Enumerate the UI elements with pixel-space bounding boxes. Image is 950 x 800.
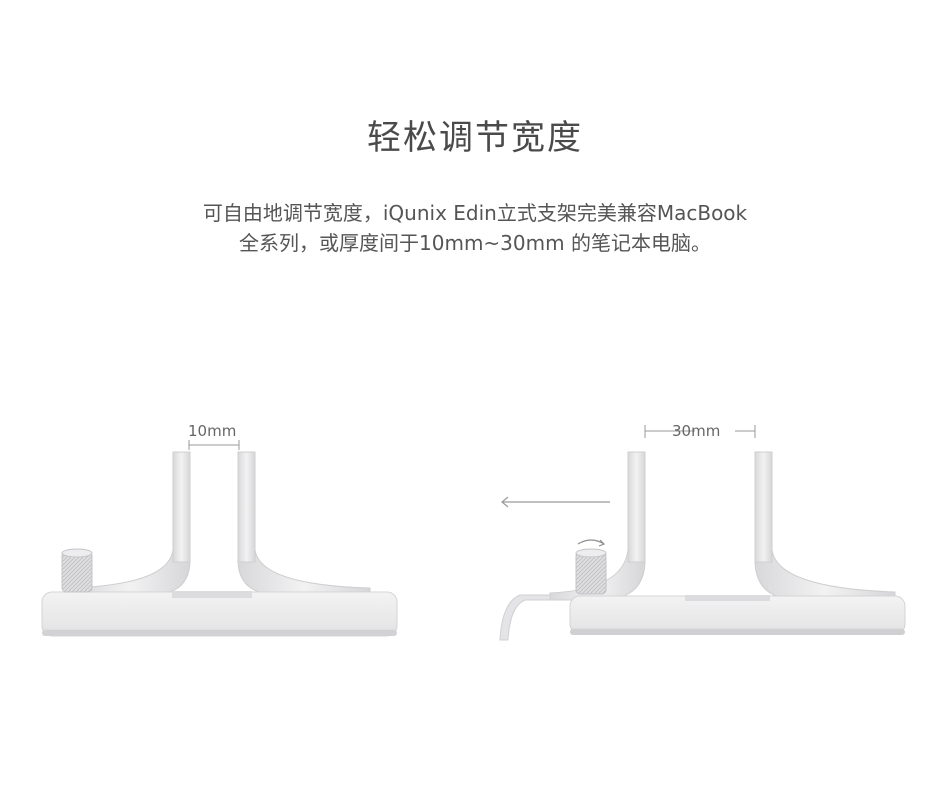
feature-description: 可自由地调节宽度，iQunix Edin立式支架完美兼容MacBook 全系列，…: [0, 198, 950, 258]
stand-illustration-narrow: 10mm: [30, 410, 410, 650]
stand-narrow-drawing: [41, 440, 398, 637]
description-line-2: 全系列，或厚度间于10mm~30mm 的笔记本电脑。: [239, 231, 711, 255]
dimension-label-30mm: 30mm: [672, 422, 721, 440]
knob-icon[interactable]: [575, 548, 607, 595]
left-arrow-icon: [501, 496, 610, 508]
dimension-label-10mm: 10mm: [188, 422, 237, 440]
stand-illustration-wide: 30mm: [490, 410, 920, 650]
page-title: 轻松调节宽度: [367, 118, 583, 158]
rotate-arrow-icon: [577, 539, 606, 547]
stand-wide-drawing: [499, 425, 906, 641]
description-line-1: 可自由地调节宽度，iQunix Edin立式支架完美兼容MacBook: [202, 201, 748, 225]
knob-icon[interactable]: [61, 548, 93, 593]
